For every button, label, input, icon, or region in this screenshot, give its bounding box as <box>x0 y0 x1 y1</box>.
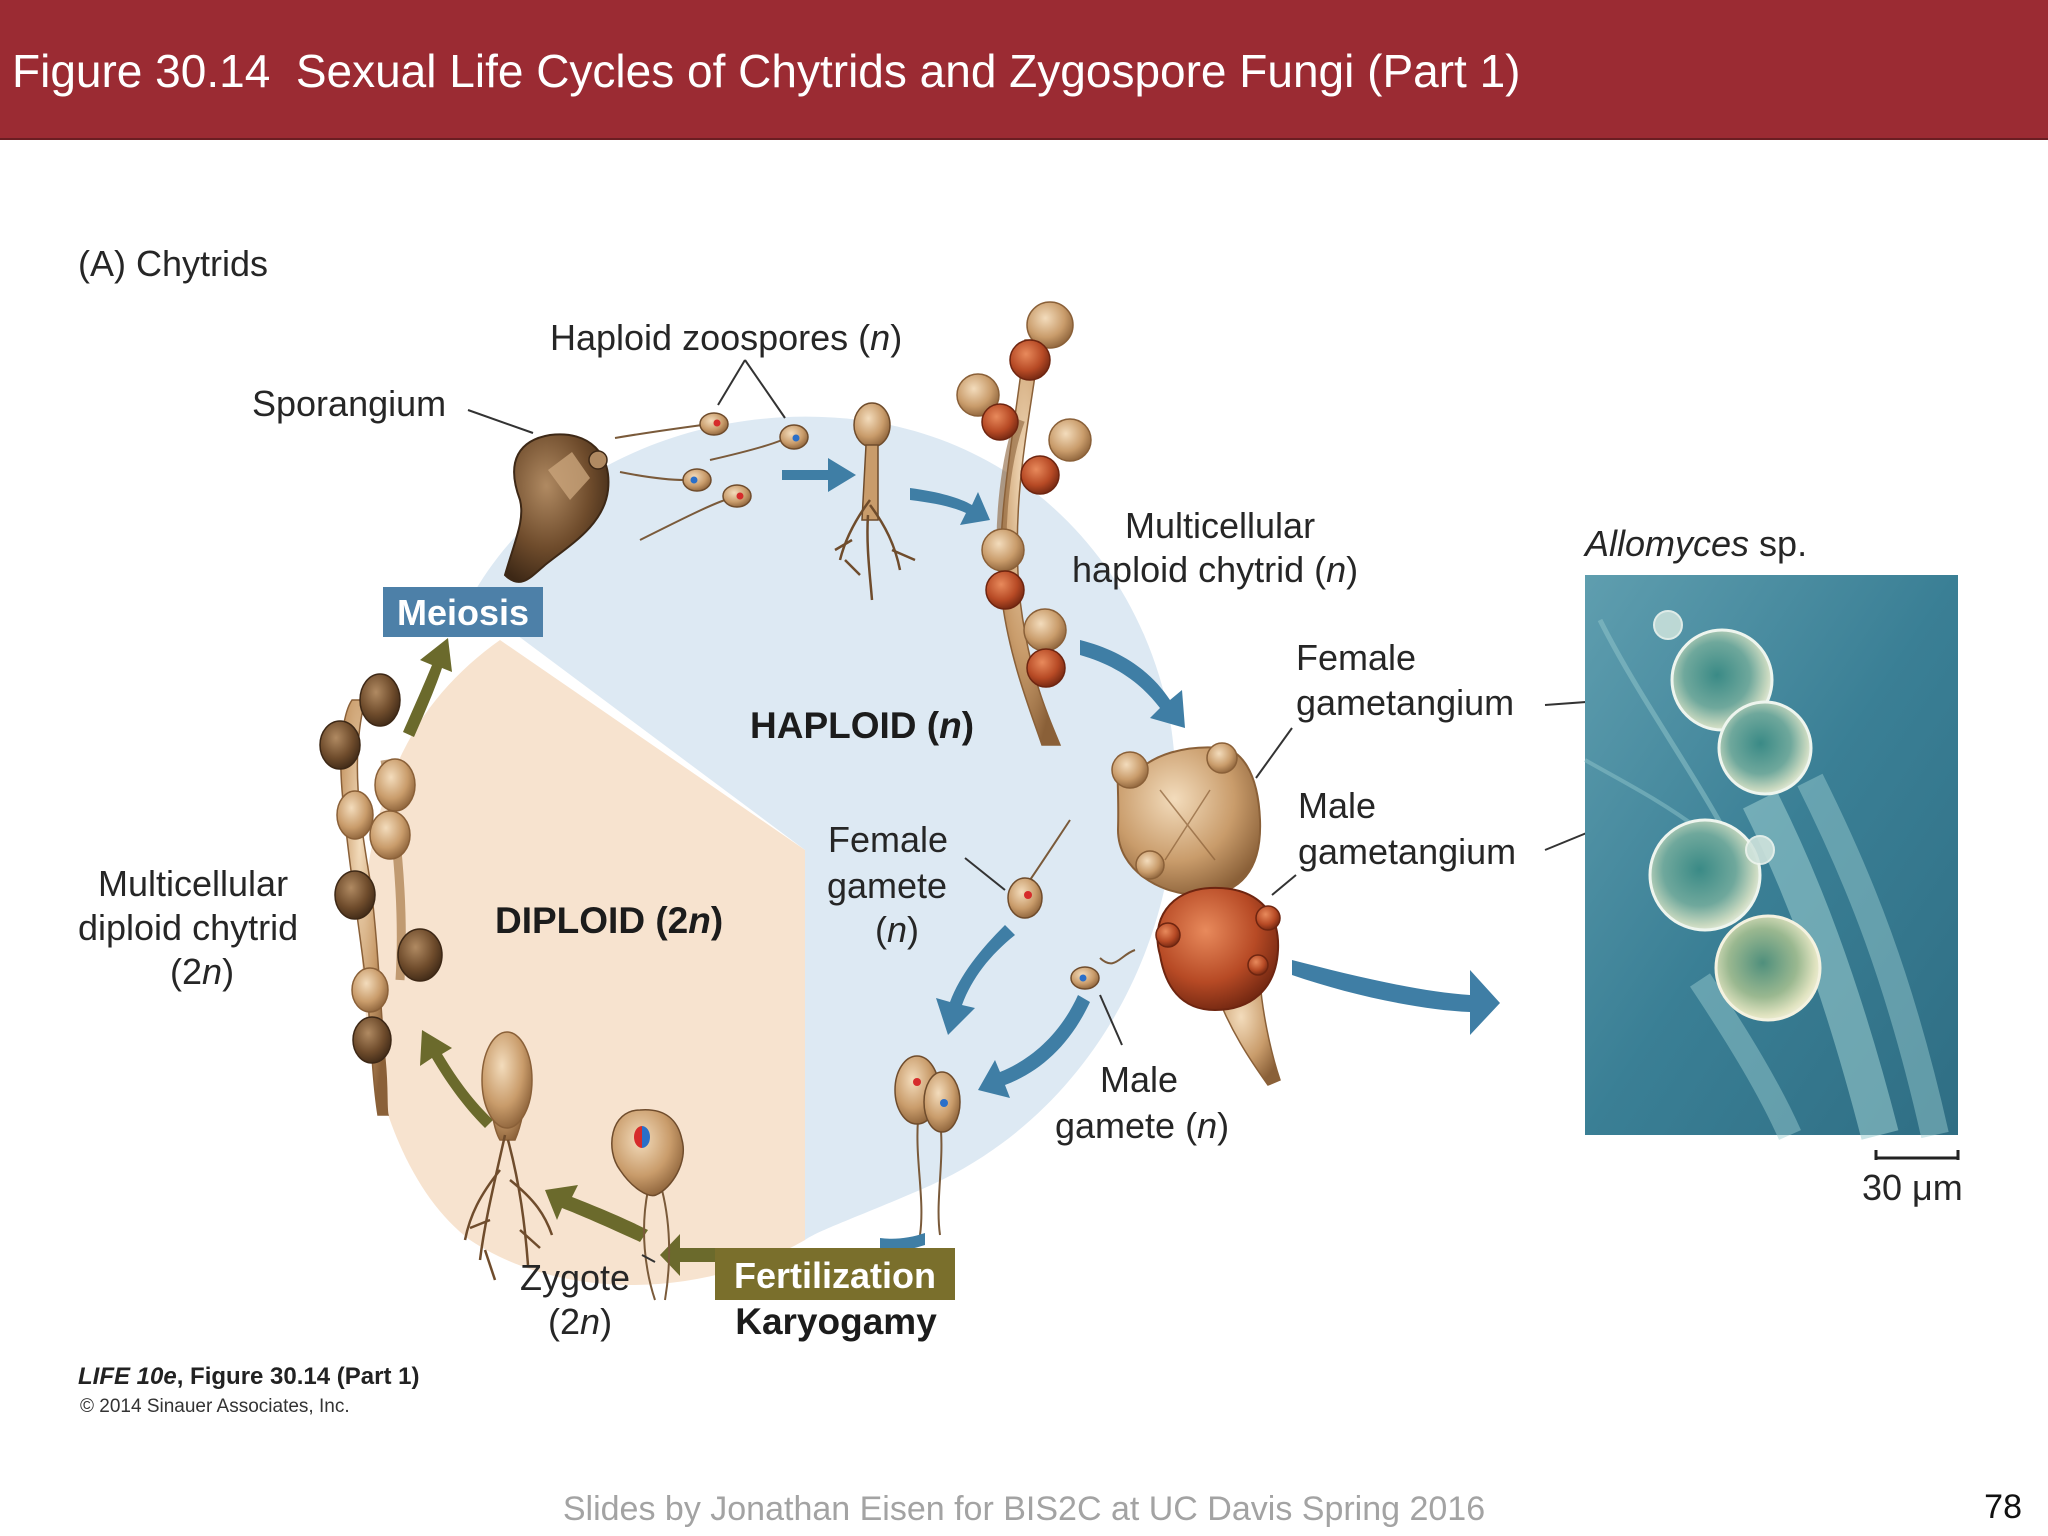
male-gamete-leader-line <box>1099 994 1123 1046</box>
multicellular-diploid-label-line2: diploid chytrid <box>78 907 298 948</box>
female-gamete-label-line1: Female <box>828 819 948 860</box>
scale-bar <box>1874 1150 1960 1160</box>
arrow-to-micrograph <box>1292 960 1500 1035</box>
multicellular-diploid-label-line1: Multicellular <box>98 863 288 904</box>
copyright-credit: © 2014 Sinauer Associates, Inc. <box>80 1396 350 1417</box>
allomyces-label: Allomyces sp. <box>1583 523 1807 564</box>
allomyces-micrograph <box>1584 575 1958 1140</box>
arrow-zygote-to-diploid <box>420 1030 493 1128</box>
multicellular-haploid-label-line1: Multicellular <box>1125 505 1315 546</box>
haploid-zoospores-label: Haploid zoospores (n) <box>550 317 902 358</box>
female-gametangium-leader-line <box>1255 727 1293 779</box>
title-bar: Figure 30.14 Sexual Life Cycles of Chytr… <box>0 0 2048 140</box>
zygote-leader-line <box>641 1254 656 1263</box>
male-gamete-label-line1: Male <box>1100 1059 1178 1100</box>
figure-credit: LIFE 10e, Figure 30.14 (Part 1) <box>78 1363 419 1390</box>
zygote-label-line1: Zygote <box>520 1257 630 1298</box>
arrow-diploid-to-meiosis <box>403 638 452 737</box>
zoospore-leader-lines <box>717 359 786 419</box>
diploid-region-label: DIPLOID (2n) <box>495 900 723 941</box>
zygote-label-ploidy: (2n) <box>548 1301 612 1342</box>
arrow-thallus-to-gametangia <box>1080 640 1185 728</box>
arrow-zoospore-to-germling <box>782 458 856 492</box>
sporangium-leader-line <box>467 409 534 434</box>
male-gametangium-label-line1: Male <box>1298 785 1376 826</box>
female-gamete-label-ploidy: (n) <box>875 909 919 950</box>
male-gamete <box>1070 949 1136 990</box>
female-gametangium-label-line2: gametangium <box>1296 682 1514 723</box>
female-gamete-leader-line <box>964 857 1006 891</box>
meiosis-box: Meiosis <box>383 587 543 637</box>
multicellular-haploid-label-line2: haploid chytrid (n) <box>1072 549 1358 590</box>
arrow-germling-to-thallus <box>910 488 990 525</box>
diploid-germling <box>463 1031 554 1281</box>
fertilization-box: Fertilization <box>715 1248 955 1300</box>
multicellular-haploid-chytrid <box>956 301 1092 746</box>
arrow-karyogamy-to-zygote <box>660 1234 720 1276</box>
male-gametangium-label-line2: gametangium <box>1298 831 1516 872</box>
meiosis-label: Meiosis <box>397 592 529 633</box>
arrow-male-gamete-to-fusion <box>978 995 1090 1098</box>
scale-bar-label: 30 μm <box>1862 1167 1963 1208</box>
male-gamete-label-line2: gamete (n) <box>1055 1105 1229 1146</box>
arrow-fertilization-to-zygote <box>545 1185 648 1242</box>
female-gamete <box>1007 819 1071 919</box>
zygote <box>611 1109 684 1301</box>
diploid-region <box>361 640 805 1285</box>
haploid-region-label: HAPLOID (n) <box>750 705 974 746</box>
multicellular-diploid-chytrid <box>319 673 443 1116</box>
arrow-female-gamete-to-fusion <box>936 925 1015 1035</box>
fertilization-label: Fertilization <box>734 1255 936 1296</box>
female-gamete-label-line2: gamete <box>827 865 947 906</box>
male-gametangium-leader-line <box>1271 874 1297 896</box>
panel-label: (A) Chytrids <box>78 243 268 284</box>
slide-footer: Slides by Jonathan Eisen for BIS2C at UC… <box>562 1490 1486 1528</box>
fusing-gametes <box>880 1055 961 1251</box>
sporangium <box>503 433 610 583</box>
female-gametangium-label-line1: Female <box>1296 637 1416 678</box>
slide-title: Figure 30.14 Sexual Life Cycles of Chytr… <box>12 45 1521 97</box>
multicellular-diploid-label-ploidy: (2n) <box>170 951 234 992</box>
page-number: 78 <box>1984 1488 2022 1526</box>
karyogamy-label: Karyogamy <box>735 1301 937 1342</box>
sporangium-label: Sporangium <box>252 383 446 424</box>
haploid-region <box>470 416 1176 1240</box>
zoospores <box>614 412 809 541</box>
germling <box>834 402 916 601</box>
gametangia-structure <box>1111 742 1281 1086</box>
